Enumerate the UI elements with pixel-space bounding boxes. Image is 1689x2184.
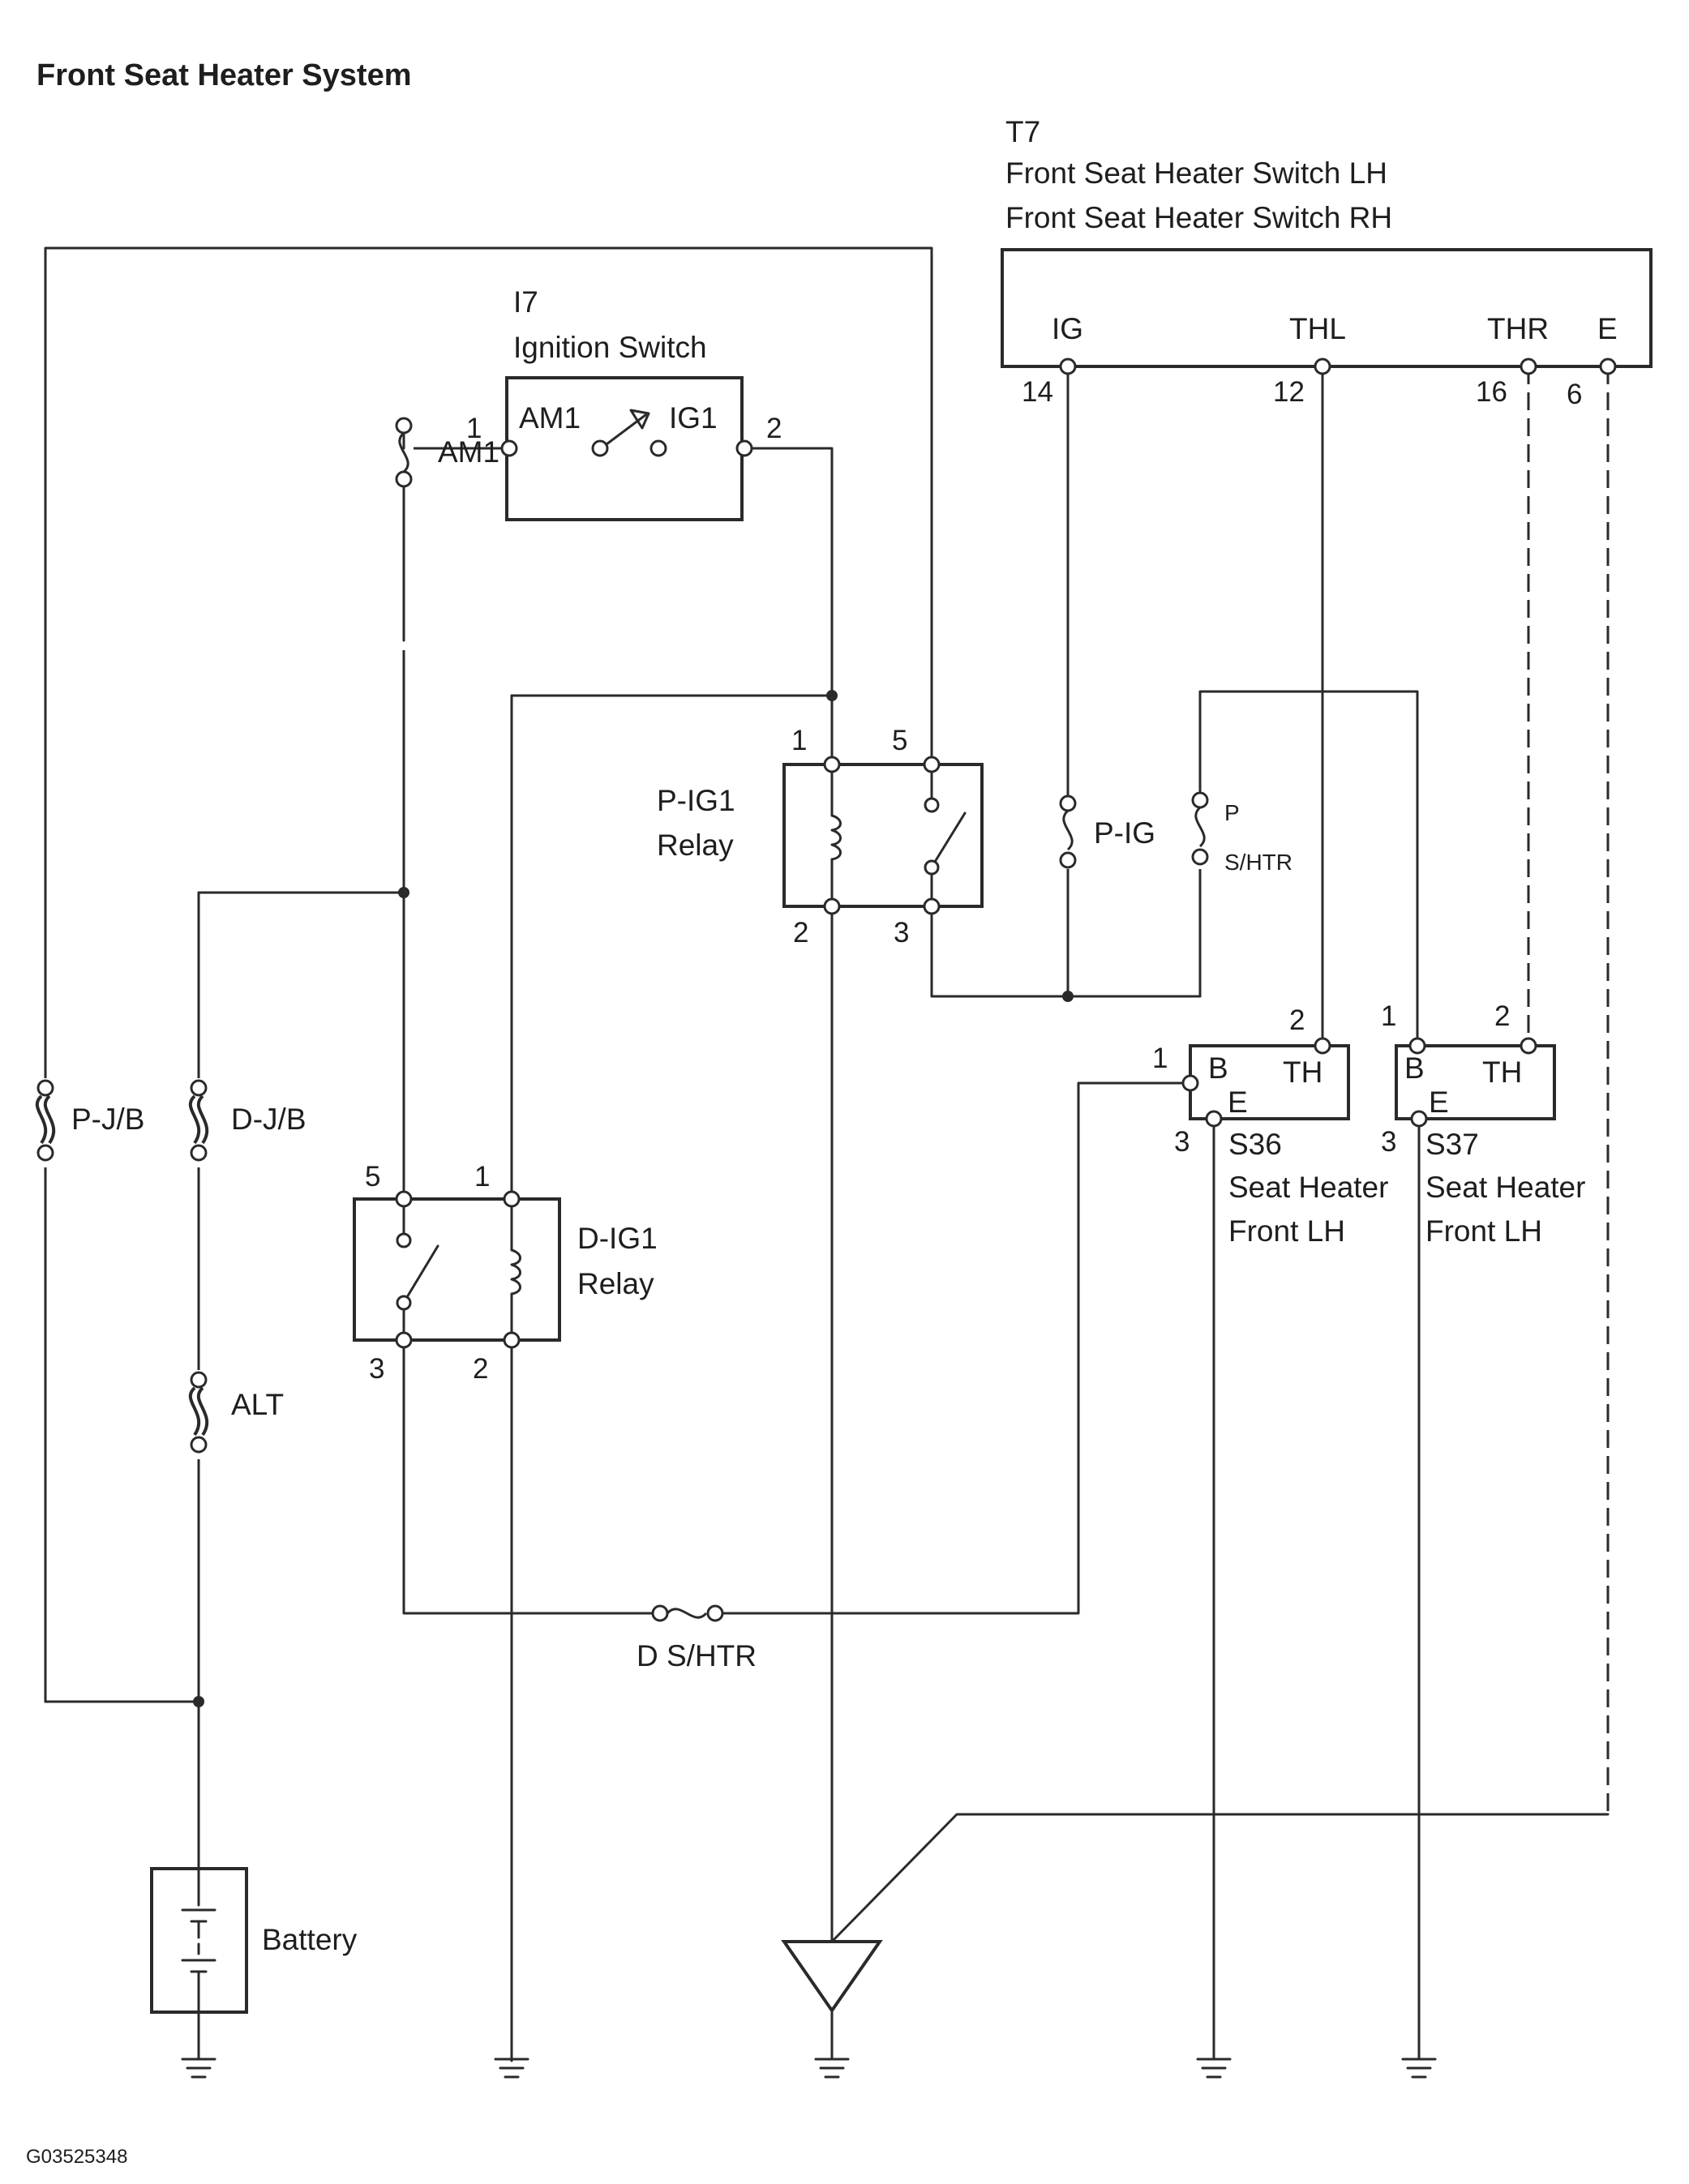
fuse-am1-label: AM1 xyxy=(438,435,499,469)
fuse-d-shtr: D S/HTR xyxy=(637,1604,757,1672)
switch-name-lh: Front Seat Heater Switch LH xyxy=(1005,156,1387,190)
fuse-p-ig-label: P-IG xyxy=(1094,816,1155,850)
s36-pin-2: 2 xyxy=(1289,1004,1305,1036)
fuse-p-shtr: P S/HTR xyxy=(1191,791,1292,875)
fuse-d-jb: D-J/B xyxy=(187,1078,307,1167)
s37-terminal-b: B xyxy=(1404,1051,1425,1085)
battery-label: Battery xyxy=(262,1923,358,1956)
ground-icon xyxy=(181,2058,216,2079)
ground-icon xyxy=(1196,2058,1232,2079)
s37-pin-1: 1 xyxy=(1381,1000,1396,1032)
battery: Battery xyxy=(150,1867,358,2014)
fuse-p-shtr-label-shtr: S/HTR xyxy=(1224,850,1292,875)
pin-16: 16 xyxy=(1476,376,1507,408)
pin-12: 12 xyxy=(1273,376,1305,408)
ignition-switch: I7 Ignition Switch AM1 IG1 1 2 xyxy=(466,285,782,521)
fuse-p-jb-label: P-J/B xyxy=(71,1103,144,1136)
s36-pin-3: 3 xyxy=(1174,1126,1190,1158)
ignition-switch-id: I7 xyxy=(513,285,538,319)
terminal-ig-label: IG xyxy=(1052,312,1083,345)
fuse-d-shtr-label: D S/HTR xyxy=(637,1639,757,1672)
fuse-p-shtr-label-p: P xyxy=(1224,800,1240,825)
fuse-alt-label: ALT xyxy=(231,1388,284,1421)
s36-name: Seat Heater xyxy=(1228,1171,1388,1204)
ignition-ig1-label: IG1 xyxy=(669,401,718,435)
switch-name-rh: Front Seat Heater Switch RH xyxy=(1005,201,1392,234)
s36-terminal-th: TH xyxy=(1283,1056,1322,1089)
seat-heater-s37: B TH E 1 2 3 S37 Seat Heater Front LH xyxy=(1381,1000,1585,1248)
pin-14: 14 xyxy=(1022,376,1053,408)
diagram-title: Front Seat Heater System xyxy=(36,58,412,92)
terminal-e-label: E xyxy=(1597,312,1618,345)
junction-dots xyxy=(193,690,1074,1707)
p-ig1-pin-3: 3 xyxy=(894,917,909,949)
p-ig1-relay-name: P-IG1 xyxy=(657,784,735,817)
d-ig1-relay: 5 1 3 2 D-IG1 Relay xyxy=(353,1161,658,1385)
s37-terminal-e: E xyxy=(1429,1086,1449,1119)
fuse-p-jb: P-J/B xyxy=(34,1078,144,1167)
s36-terminal-b: B xyxy=(1208,1051,1228,1085)
s37-name: Seat Heater xyxy=(1425,1171,1585,1204)
switch-id: T7 xyxy=(1005,115,1040,148)
p-ig1-pin-2: 2 xyxy=(793,917,808,949)
ground-icon xyxy=(494,2058,529,2079)
figure-code: G03525348 xyxy=(26,2146,127,2168)
ground-icon xyxy=(1401,2058,1437,2079)
d-ig1-relay-label: Relay xyxy=(577,1267,654,1300)
s36-position: Front LH xyxy=(1228,1214,1345,1248)
seat-heater-switch: T7 Front Seat Heater Switch LH Front Sea… xyxy=(1001,115,1653,410)
ground-markers xyxy=(181,2011,1437,2079)
d-ig1-pin-1: 1 xyxy=(474,1161,490,1193)
p-ig1-relay: 1 5 2 3 P-IG1 Relay xyxy=(657,725,984,949)
ignition-switch-name: Ignition Switch xyxy=(513,331,707,364)
pin-6: 6 xyxy=(1567,379,1582,410)
s36-pin-1: 1 xyxy=(1152,1043,1168,1074)
ignition-pin-2: 2 xyxy=(766,413,782,444)
p-ig1-pin-5: 5 xyxy=(892,725,907,756)
fuse-am1: AM1 xyxy=(394,417,499,650)
d-ig1-pin-3: 3 xyxy=(369,1353,384,1385)
wires xyxy=(44,246,1610,2062)
fuse-p-ig: P-IG xyxy=(1059,794,1155,869)
s37-terminal-th: TH xyxy=(1482,1056,1522,1089)
s37-pin-3: 3 xyxy=(1381,1126,1396,1158)
ignition-pin-1: 1 xyxy=(466,413,482,444)
p-ig1-relay-label: Relay xyxy=(657,829,734,862)
ignition-am1-label: AM1 xyxy=(519,401,581,435)
s37-id: S37 xyxy=(1425,1128,1479,1161)
d-ig1-pin-2: 2 xyxy=(473,1353,488,1385)
terminal-thl-label: THL xyxy=(1289,312,1346,345)
p-ig1-pin-1: 1 xyxy=(791,725,807,756)
s37-pin-2: 2 xyxy=(1494,1000,1510,1032)
s36-id: S36 xyxy=(1228,1128,1282,1161)
s36-terminal-e: E xyxy=(1228,1086,1248,1119)
d-ig1-relay-name: D-IG1 xyxy=(577,1222,658,1255)
s37-position: Front LH xyxy=(1425,1214,1542,1248)
fuse-d-jb-label: D-J/B xyxy=(231,1103,307,1136)
ground-icon xyxy=(814,2058,850,2079)
d-ig1-pin-5: 5 xyxy=(365,1161,380,1193)
fuse-alt: ALT xyxy=(187,1370,284,1459)
terminal-thr-label: THR xyxy=(1487,312,1549,345)
seat-heater-s36: B TH E 1 2 3 S36 Seat Heater Front LH xyxy=(1152,1004,1388,1248)
ground-triangle-symbol xyxy=(781,1940,883,2059)
